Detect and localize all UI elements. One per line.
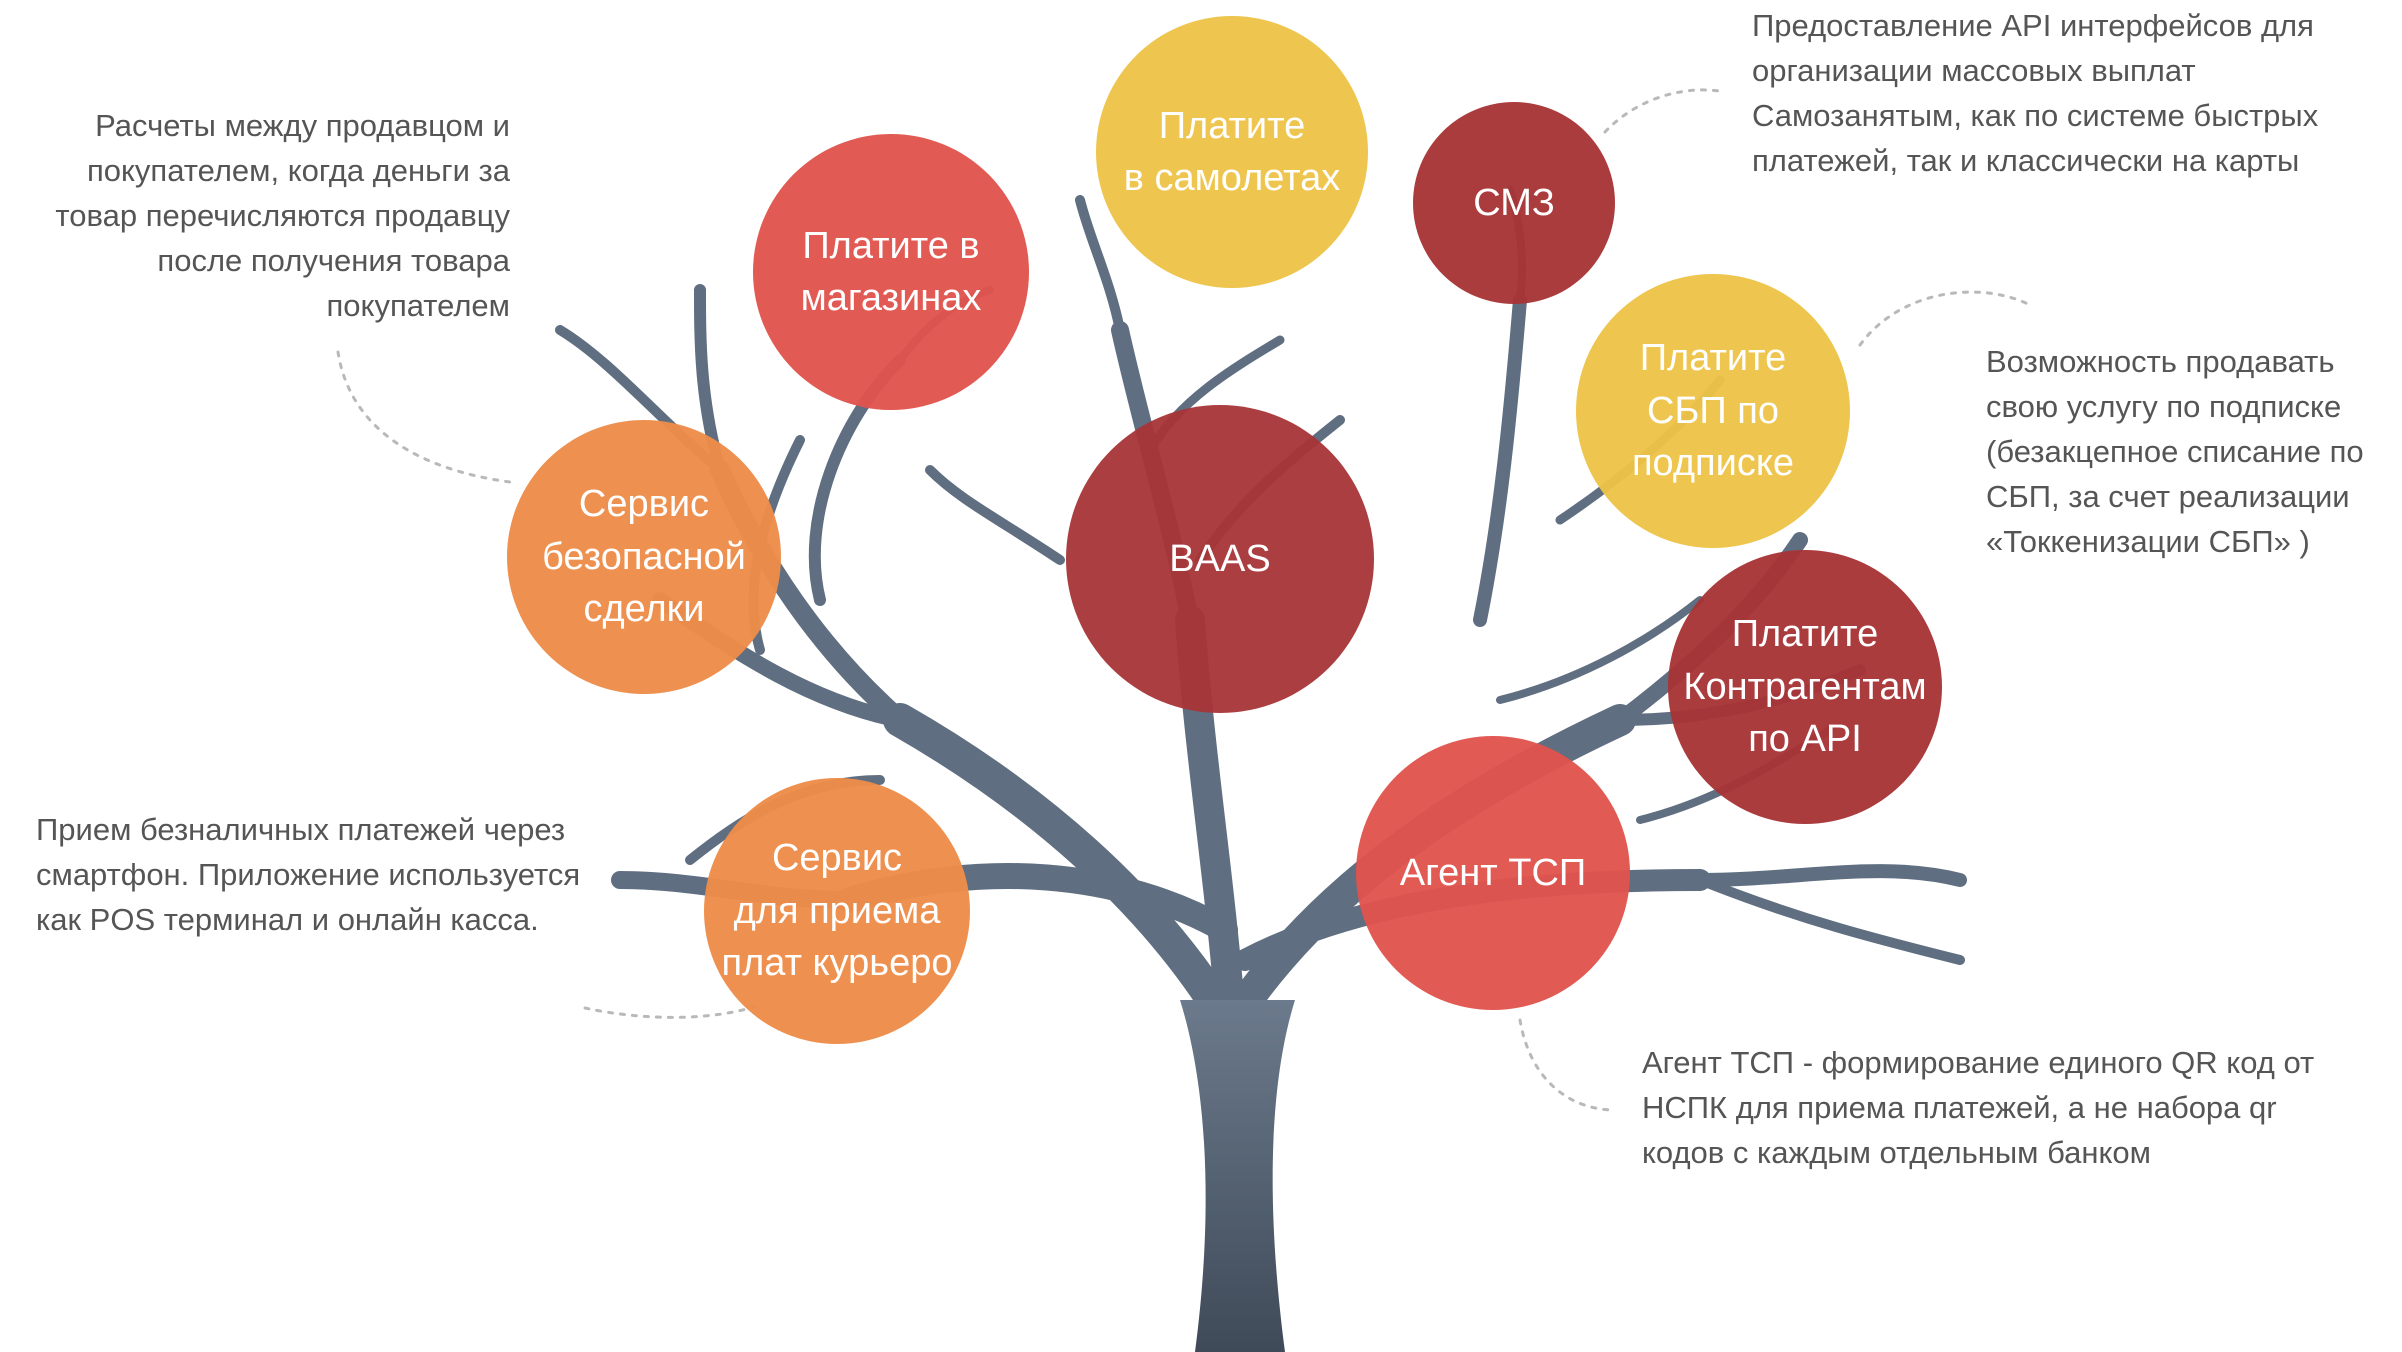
bubble-couriers: Сервис для приема плат курьеро bbox=[704, 778, 970, 1044]
note-smz: Предоставление API интерфейсов для орган… bbox=[1752, 8, 2319, 178]
bubble-baas: BAAS bbox=[1066, 405, 1374, 713]
leader-agent bbox=[1518, 1018, 1617, 1112]
bubble-smz: СМЗ bbox=[1413, 102, 1615, 304]
bubble-planes: Платите в самолетах bbox=[1096, 16, 1368, 288]
bubble-sbp-subscription: Платите СБП по подписке bbox=[1576, 274, 1850, 548]
note-safe-deal: Расчеты между продавцом и покупателем, к… bbox=[55, 108, 510, 323]
bubble-safe-deal: Сервис безопасной сделки bbox=[507, 420, 781, 694]
leader-couriers bbox=[583, 1003, 762, 1019]
leader-smz bbox=[1603, 88, 1727, 134]
bubble-contractors: Платите Контрагентам по API bbox=[1668, 550, 1942, 824]
note-sbp-subscription: Возможность продавать свою услугу по под… bbox=[1986, 344, 2364, 559]
note-couriers: Прием безналичных платежей через смартфо… bbox=[36, 812, 581, 937]
leader-sbp-sub bbox=[1858, 290, 2032, 347]
leader-safe-deal bbox=[336, 350, 512, 484]
leader-lines bbox=[336, 88, 2032, 1112]
bubble-agent: Агент ТСП bbox=[1356, 736, 1630, 1010]
bubble-shops: Платите в магазинах bbox=[753, 134, 1029, 410]
tree-trunk bbox=[1180, 1000, 1295, 1352]
note-agent: Агент ТСП - формирование единого QR код … bbox=[1642, 1045, 2315, 1170]
